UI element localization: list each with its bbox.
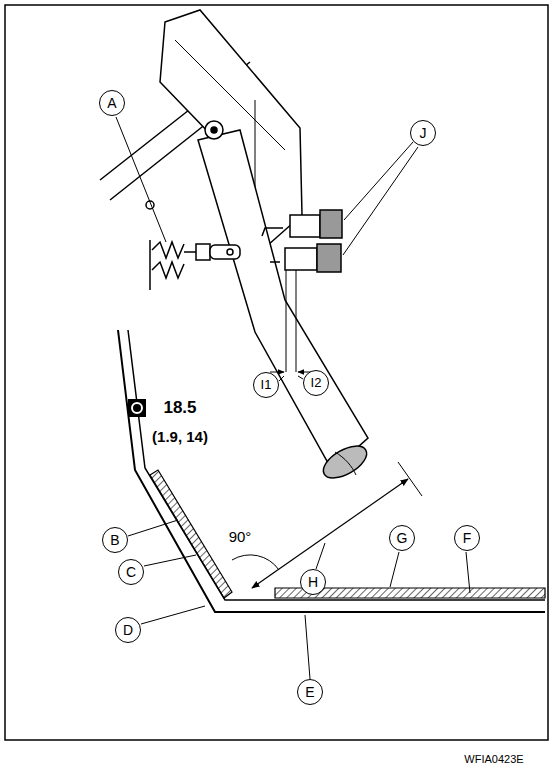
switch-body <box>290 215 320 237</box>
leader <box>298 376 303 379</box>
panel-inner <box>128 330 545 600</box>
frame <box>5 5 548 740</box>
pedal-pad <box>318 440 372 485</box>
switch-bracket <box>262 228 283 262</box>
floor-carpet-slope <box>150 470 232 598</box>
callout-letter: G <box>389 525 415 551</box>
panel-outer <box>118 330 545 612</box>
leader <box>316 543 325 569</box>
leader <box>144 555 196 566</box>
switch-connector <box>317 244 341 272</box>
extension-line <box>398 462 422 496</box>
lock-nut <box>196 244 210 260</box>
torque-value: 18.5 <box>161 398 198 418</box>
callout-letter: B <box>102 527 128 553</box>
leader <box>466 552 470 593</box>
leader <box>128 520 178 536</box>
clevis-pin <box>227 249 233 255</box>
plunger <box>296 270 297 372</box>
booster-boot <box>152 242 184 258</box>
callout-letter: C <box>118 559 144 585</box>
pushrod <box>150 240 240 290</box>
callout-letter: I2 <box>303 370 329 396</box>
booster-face <box>149 240 151 290</box>
clevis <box>210 245 240 259</box>
annotation-text: WFIA0423E <box>462 753 525 765</box>
callout-letter: E <box>297 679 323 705</box>
leader <box>279 376 284 381</box>
leader <box>344 142 413 220</box>
torque-icon <box>128 399 146 417</box>
gap-arrow <box>270 372 284 373</box>
leader <box>141 606 205 624</box>
callout-letter: I1 <box>253 372 279 398</box>
pad-edge <box>335 452 356 475</box>
pedal-arm <box>198 130 368 470</box>
leader-lines <box>116 117 470 679</box>
switch-body <box>285 248 317 270</box>
booster-boot <box>152 262 184 278</box>
pivot-pin <box>211 127 217 133</box>
pivot <box>205 121 223 139</box>
switches <box>262 210 342 372</box>
floor-panel <box>118 330 545 612</box>
icon-nut <box>132 403 142 413</box>
callout-letter: H <box>300 569 326 595</box>
pedal <box>198 121 372 484</box>
leader <box>343 147 418 255</box>
callout-letter: F <box>454 525 480 551</box>
dimension-line <box>252 479 408 588</box>
leader <box>116 117 166 242</box>
leader <box>305 615 310 679</box>
leader <box>390 552 399 587</box>
callout-letter: D <box>115 617 141 643</box>
switch-connector <box>320 210 342 238</box>
pedal-bracket <box>100 10 302 245</box>
callout-letter: J <box>410 120 436 146</box>
annotation-text: 90° <box>227 528 254 545</box>
icon-box <box>128 399 146 417</box>
callout-letter: A <box>99 90 125 116</box>
torque-value: (1.9, 14) <box>150 428 210 445</box>
plunger <box>286 270 287 372</box>
angle-arc <box>232 555 279 570</box>
